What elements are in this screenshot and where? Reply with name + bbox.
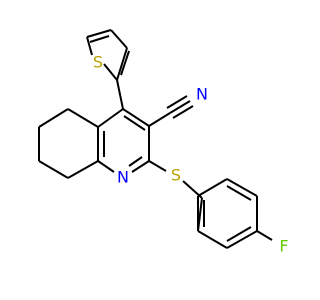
bond-c4-c5 <box>86 29 112 38</box>
ring-nitrogen-label: N <box>117 168 129 187</box>
bond-c4-c4a <box>97 108 124 128</box>
bond-c2-s <box>148 160 167 172</box>
bond-c4-c3-inner <box>123 115 146 131</box>
bond-c-n-triple-upper <box>166 95 188 109</box>
bond-c2-n1 <box>131 160 150 173</box>
bond-c5-c6 <box>38 108 69 128</box>
bond-ar1-ar2 <box>197 230 228 249</box>
bond-c2-c3 <box>116 47 128 81</box>
bond-c2-c3-inner <box>120 50 130 76</box>
bond-ar4-ar5 <box>226 178 258 197</box>
bond-ar3-f <box>256 230 273 241</box>
bond-c3-c4 <box>110 29 128 49</box>
thiophene-sulfur-label: S <box>93 53 103 72</box>
bond-c4-c3 <box>122 108 150 127</box>
bond-thiophene-c4 <box>116 79 124 110</box>
nitrile-nitrogen-label: N <box>196 85 208 104</box>
bond-c-n-triple-lower <box>172 105 194 119</box>
bond-c5-s1 <box>86 36 93 56</box>
bond-c-n-triple-center <box>169 100 191 114</box>
bond-c4a-c5 <box>67 108 99 128</box>
bond-ar2-ar3-inner <box>226 226 252 242</box>
bond-s1-c2 <box>103 63 118 81</box>
bond-c3-cn <box>148 112 171 127</box>
bond-ar5-ar6 <box>197 178 228 197</box>
bond-c2-n1-inner <box>128 156 143 167</box>
bond-n1-c8a <box>97 160 115 173</box>
thioether-sulfur-label: S <box>171 166 181 185</box>
molecule-canvas: S N N S F <box>38 29 289 256</box>
bond-ar2-ar3 <box>226 230 258 249</box>
fluorine-label: F <box>279 237 288 256</box>
bond-c7-c8 <box>38 160 69 179</box>
nitrile-group <box>148 95 194 127</box>
thiophene-ring <box>86 29 130 81</box>
cyclohexane-ring <box>38 108 99 179</box>
bond-ar4-ar5-inner <box>226 185 252 201</box>
pyridine-ring <box>97 79 150 173</box>
bond-c8-c8a <box>67 160 99 179</box>
molecule-structure: S N N S F <box>38 29 289 256</box>
fluorophenyl-ring <box>197 178 273 249</box>
bond-c4-c5-inner <box>89 35 110 43</box>
